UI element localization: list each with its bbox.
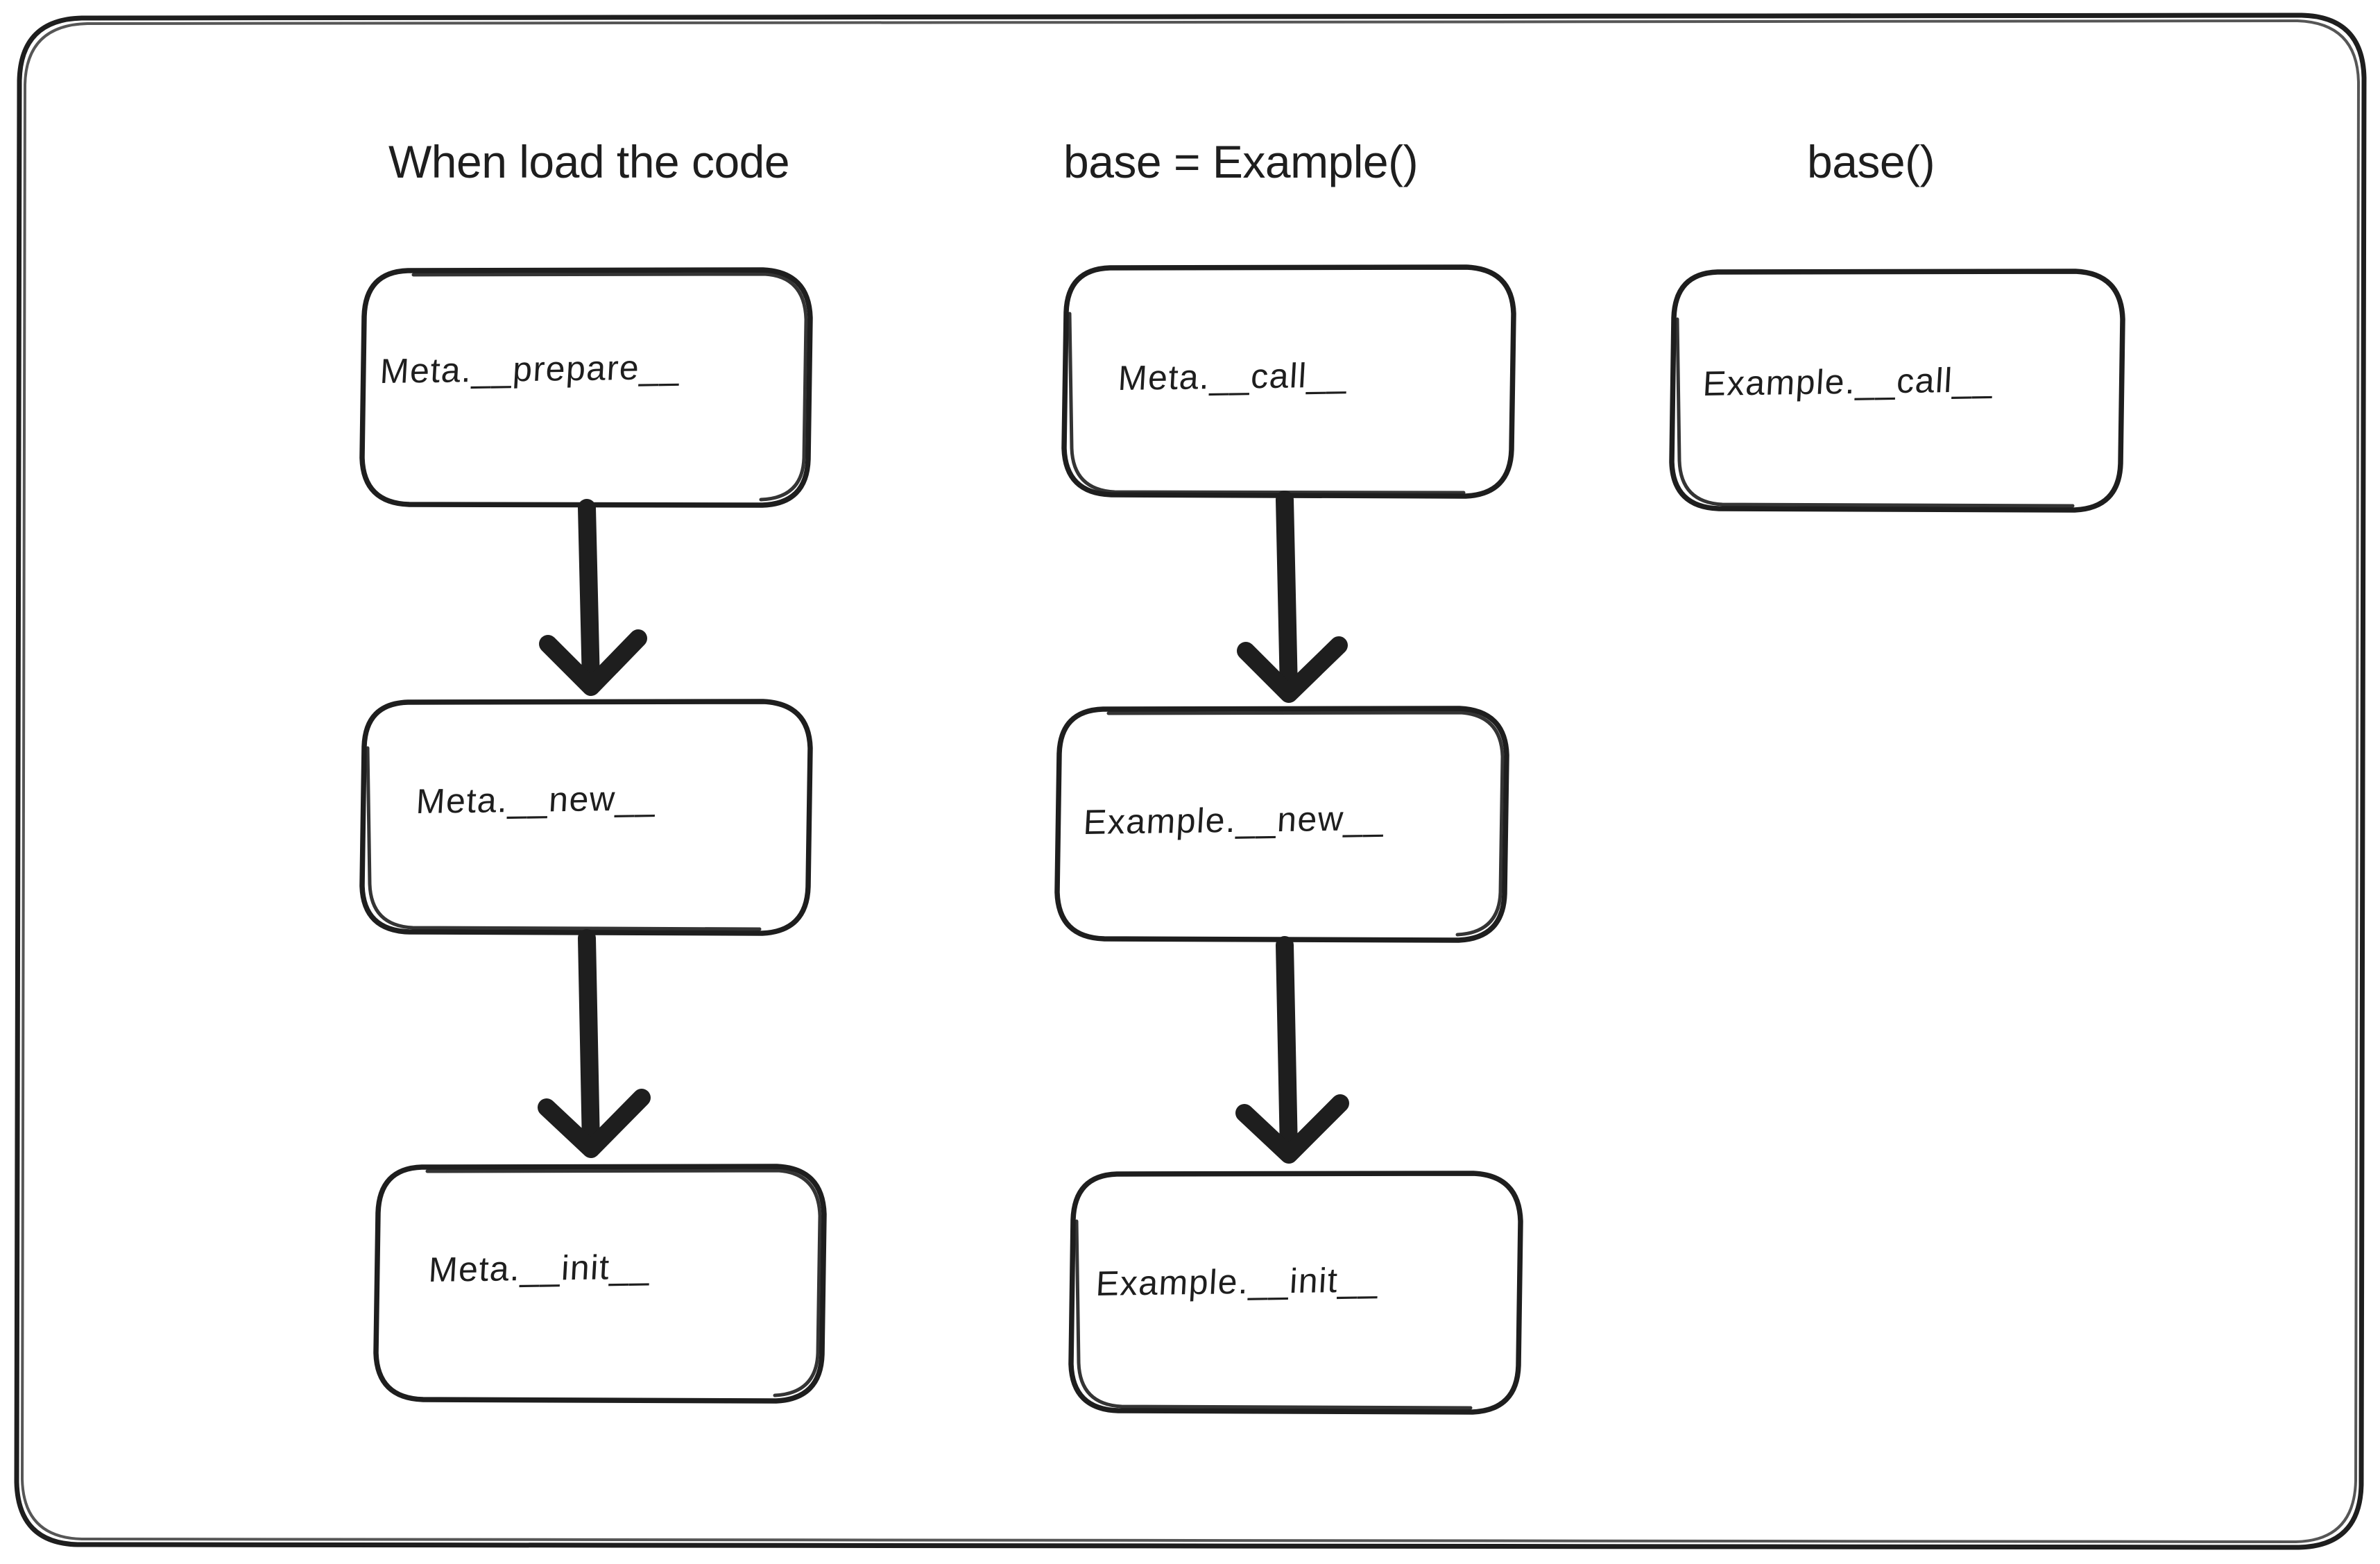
arrow-call-to-new [1237, 491, 1348, 703]
node-label-example-init: Example.__init__ [1095, 1260, 1380, 1303]
node-box-example-new[interactable] [1054, 706, 1509, 943]
node-label-meta-new: Meta.__new__ [415, 779, 658, 821]
arrow-prepare-to-new [539, 499, 647, 696]
outer-frame [14, 12, 2367, 1550]
column-title-instantiate: base = Example() [1063, 136, 1419, 187]
node-box-meta-init[interactable] [373, 1164, 827, 1404]
node-box-example-call[interactable] [1669, 269, 2125, 513]
node-box-meta-prepare[interactable] [359, 267, 813, 508]
column-title-load: When load the code [388, 136, 790, 187]
node-box-meta-call[interactable] [1061, 264, 1516, 499]
node-label-meta-prepare: Meta.__prepare__ [379, 347, 682, 391]
node-label-meta-call: Meta.__call__ [1117, 355, 1349, 398]
arrow-new-to-init [538, 929, 651, 1158]
node-label-example-new: Example.__new__ [1082, 798, 1386, 842]
node-label-meta-init: Meta.__init__ [427, 1247, 652, 1289]
column-title-callinstance: base() [1807, 136, 1935, 187]
node-box-meta-new[interactable] [359, 699, 813, 936]
node-box-example-init[interactable] [1068, 1171, 1523, 1415]
arrow-exnew-to-exinit [1235, 936, 1349, 1164]
node-label-example-call: Example.__call__ [1702, 360, 1995, 403]
